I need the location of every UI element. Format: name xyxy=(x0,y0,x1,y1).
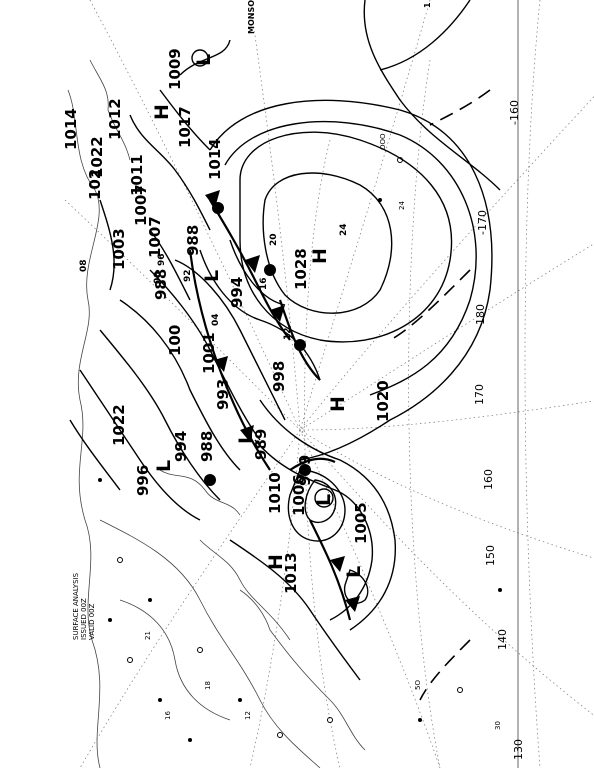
isobar-label: 20 xyxy=(269,233,279,246)
lon-label-180: 180 xyxy=(474,304,487,325)
station-text: 12 xyxy=(244,711,252,720)
isobar-label: 08 xyxy=(79,259,89,272)
isobar-label: 100 xyxy=(166,325,184,356)
isobar-label: 1022 xyxy=(88,136,106,178)
isobar-label: 12 xyxy=(283,327,293,340)
station-text: 16 xyxy=(164,711,172,720)
isobar-label: 1022 xyxy=(110,404,128,446)
low-pressure-center: L xyxy=(313,494,335,506)
isobar-label: 96 xyxy=(157,253,167,266)
low-pressure-center: L xyxy=(343,566,365,578)
map-frame xyxy=(65,0,525,768)
troughs xyxy=(389,89,491,701)
caption-line-1: SURFACE ANALYSIS xyxy=(72,572,80,640)
isobar-label: 1006 xyxy=(290,474,308,516)
isobar-label: 1005 xyxy=(352,502,370,544)
isobar-label: 1014 xyxy=(62,108,80,150)
isobar-label: 1011 xyxy=(128,154,146,196)
side-caption: SURFACE ANALYSIS ISSUED 00Z VALID 00Z xyxy=(72,572,96,640)
fronts xyxy=(188,190,360,621)
isobar-label: 1017 xyxy=(176,106,194,148)
high-pressure-center: H xyxy=(309,248,331,264)
station-plots: OOO 5O 21 18 12 16 24 30 xyxy=(98,133,502,742)
isobar-label: 1001 xyxy=(200,332,218,374)
isobar-label: 994 xyxy=(172,431,190,462)
caption-line-2: ISSUED 00Z xyxy=(80,598,88,640)
isobar-label: 1007 xyxy=(146,216,164,258)
corner-label-2: 1 xyxy=(423,2,432,8)
isobar-label: 102 xyxy=(86,169,104,200)
isobar-label: 988 xyxy=(152,269,170,300)
lon-label-170w: -170 xyxy=(476,210,489,235)
longitude-labels: -160 -170 180 170 160 150 140 130 xyxy=(473,100,525,760)
low-pressure-center: L xyxy=(201,270,223,282)
isobar-label: 1003 xyxy=(110,228,128,270)
pressure-centers: H H H H L L L L L L xyxy=(151,49,365,578)
isobar-label: 04 xyxy=(211,313,221,326)
isobar-label: 988 xyxy=(198,431,216,462)
station-text: 21 xyxy=(144,631,152,640)
low-center-ring-icon xyxy=(191,49,209,67)
caption-line-3: VALID 00Z xyxy=(88,603,96,640)
low-pressure-center: L xyxy=(235,432,257,444)
lon-label-130e: 130 xyxy=(512,739,525,760)
high-pressure-center: H xyxy=(151,104,173,120)
isobar-labels: 1009 1014 1022 1017 1012 1014 102 1011 1… xyxy=(62,48,392,594)
station-text: 24 xyxy=(398,201,406,210)
lon-label-150e: 150 xyxy=(484,545,497,566)
lon-label-170e: 170 xyxy=(473,384,486,405)
isobar-label: 993 xyxy=(214,379,232,410)
station-text: 30 xyxy=(494,721,502,730)
isobar-label: 00 xyxy=(153,271,163,284)
isobar-label: 1020 xyxy=(374,380,392,422)
corner-label: MONSOO xyxy=(247,0,256,34)
isobar-label: 1010 xyxy=(266,472,284,514)
isobar-label: 989 xyxy=(252,429,270,460)
high-pressure-center: H xyxy=(327,396,349,412)
coastlines xyxy=(67,59,366,768)
isobar-label: 1014 xyxy=(206,138,224,180)
isobar-label: 1013 xyxy=(282,552,300,594)
low-pressure-center: L xyxy=(153,460,175,472)
low-center-ring-icon xyxy=(314,488,334,508)
isobar-label: 989 xyxy=(296,455,314,486)
isobar-label: 16 xyxy=(259,277,269,290)
station-text: 5O xyxy=(414,680,422,690)
station-text: OOO xyxy=(379,133,387,150)
isobar-label: 1009 xyxy=(166,48,184,90)
isobar-label: 1012 xyxy=(106,98,124,140)
lon-label-160e: 160 xyxy=(482,469,495,490)
isobar-label: 996 xyxy=(134,465,152,496)
isobar-label: 998 xyxy=(270,361,288,392)
low-pressure-center: L xyxy=(193,54,215,66)
isobar-label: 994 xyxy=(228,277,246,308)
isobar-label: 92 xyxy=(183,269,193,282)
isobar-label: 1007 xyxy=(132,184,150,226)
isobar-label: 24 xyxy=(339,223,349,236)
isobar-label: 988 xyxy=(184,225,202,256)
lon-label-160w: -160 xyxy=(508,100,521,125)
lon-label-140e: 140 xyxy=(496,629,509,650)
isobar-label: 1028 xyxy=(292,248,310,290)
station-text: 18 xyxy=(204,681,212,690)
high-pressure-center: H xyxy=(265,554,287,570)
